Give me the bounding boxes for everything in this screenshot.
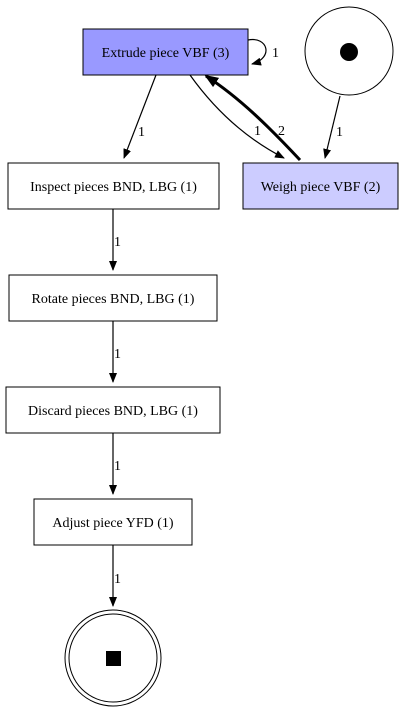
- node-label-inspect: Inspect pieces BND, LBG (1): [30, 180, 197, 195]
- edge-label-discard-adjust: 1: [114, 459, 121, 474]
- edge-weigh-extrude: [204, 74, 302, 162]
- node-inspect[interactable]: [7, 162, 220, 210]
- node-label-extrude: Extrude piece VBF (3): [102, 46, 230, 61]
- edge-extrude-weigh: [189, 74, 285, 159]
- node-label-weigh: Weigh piece VBF (2): [261, 180, 381, 195]
- edge-extrude-self: [247, 38, 267, 66]
- edge-label-inspect-rotate: 1: [114, 235, 121, 250]
- node-extrude[interactable]: [82, 28, 249, 76]
- edge-label-extrude-weigh: 1: [254, 124, 261, 139]
- filled-square-icon: [106, 651, 121, 666]
- node-weigh[interactable]: [242, 162, 399, 210]
- node-adjust[interactable]: [33, 498, 193, 546]
- end-place-inner-ring: [68, 613, 158, 703]
- node-rotate[interactable]: [8, 274, 218, 322]
- filled-circle-icon: [340, 43, 358, 61]
- edge-label-start-weigh: 1: [336, 125, 343, 140]
- node-label-rotate: Rotate pieces BND, LBG (1): [32, 292, 195, 307]
- edge-start-weigh: [323, 95, 341, 159]
- node-label-adjust: Adjust piece YFD (1): [52, 516, 174, 531]
- edge-label-adjust-end: 1: [114, 572, 121, 587]
- edge-label-extrude-self: 1: [272, 46, 279, 61]
- node-discard[interactable]: [5, 386, 221, 434]
- edge-extrude-inspect: [123, 74, 157, 159]
- edge-label-rotate-discard: 1: [114, 347, 121, 362]
- edge-label-weigh-extrude: 2: [278, 124, 285, 139]
- edge-label-extrude-inspect: 1: [138, 125, 145, 140]
- node-label-discard: Discard pieces BND, LBG (1): [28, 404, 198, 419]
